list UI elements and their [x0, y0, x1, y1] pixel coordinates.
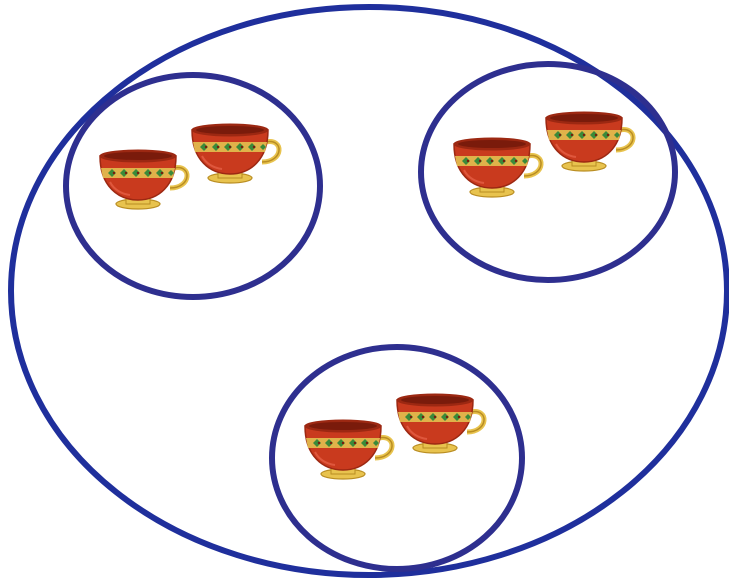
group-bottom — [272, 347, 522, 569]
group-ring — [272, 347, 522, 569]
teacup-icon — [454, 138, 541, 197]
teacup-icon — [305, 420, 392, 479]
group-ring — [421, 64, 675, 280]
group-top-left — [66, 75, 320, 297]
outer-set-ring — [11, 7, 727, 575]
group-ring — [66, 75, 320, 297]
teacup-icon — [100, 150, 187, 209]
teacup-icon — [397, 394, 484, 453]
teacup-icon — [192, 124, 279, 183]
teacup-icon — [546, 112, 633, 171]
group-top-right — [421, 64, 675, 280]
